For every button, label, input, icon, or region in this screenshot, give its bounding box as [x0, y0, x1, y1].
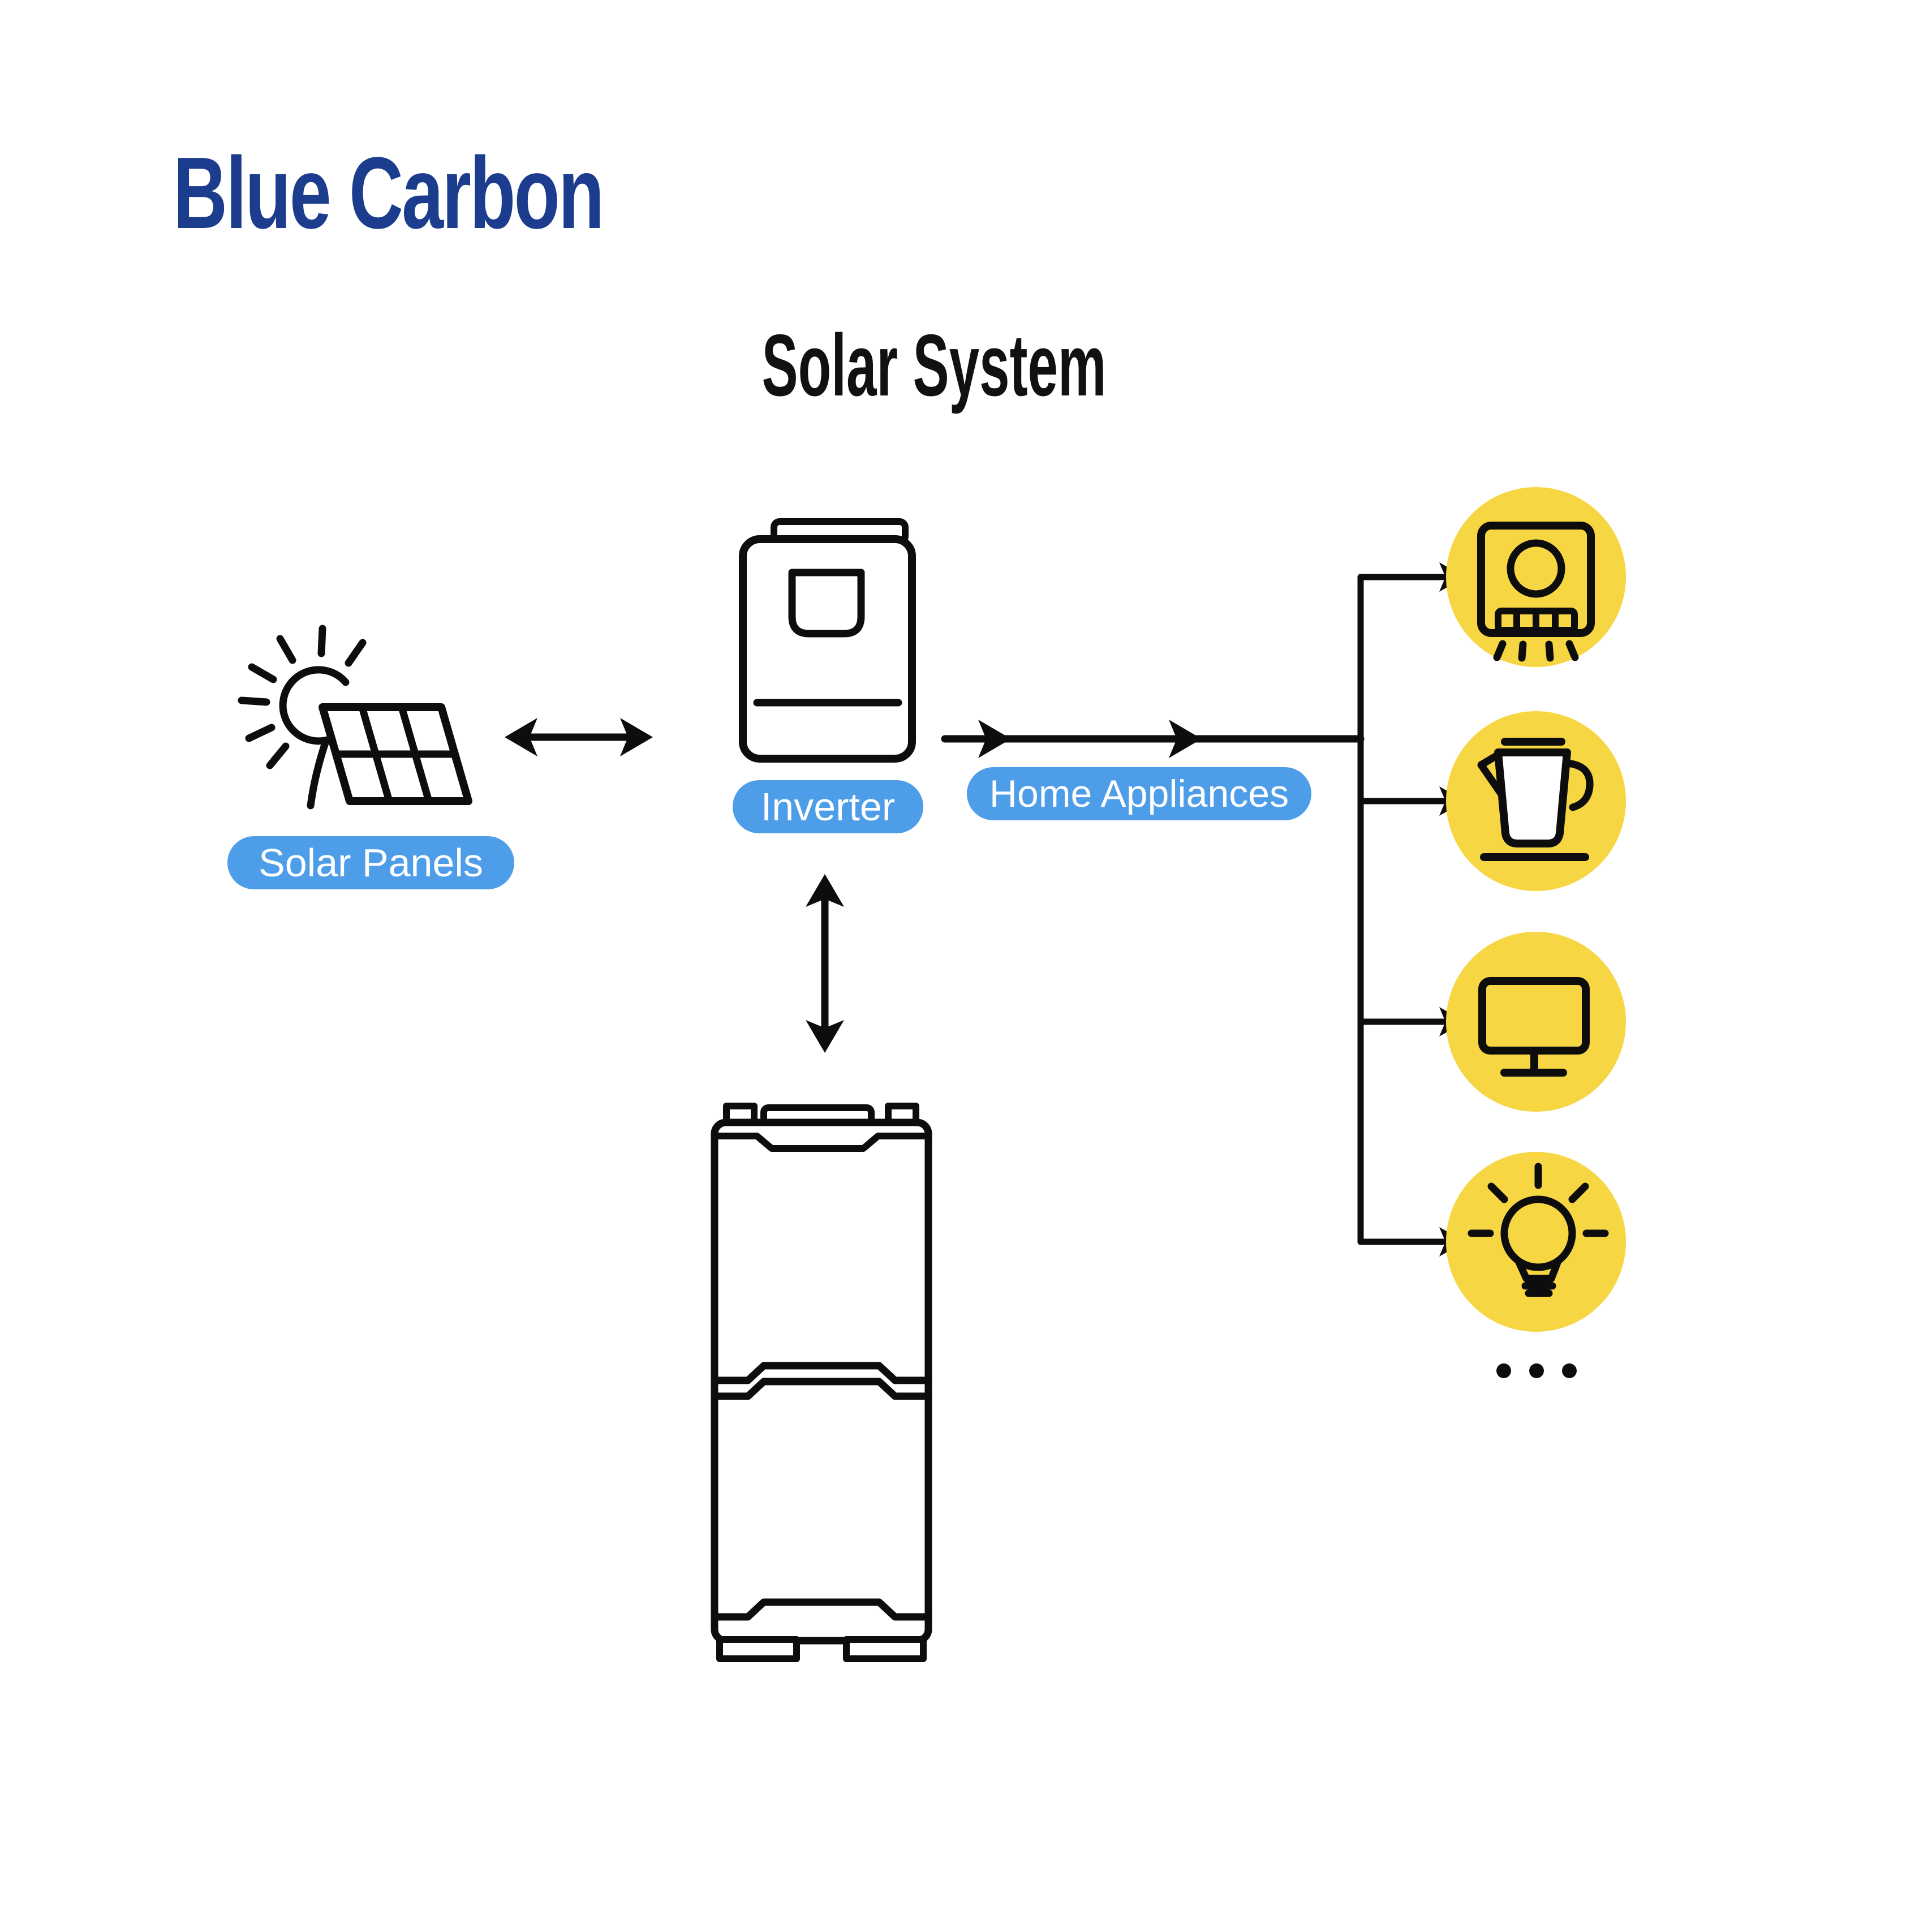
appliance-lightbulb [1446, 1152, 1626, 1332]
lightbulb-icon [1468, 1163, 1609, 1297]
solar-panels-label: Solar Panels [227, 836, 514, 889]
appliance-monitor [1446, 932, 1626, 1112]
home-appliances-label: Home Appliances [967, 767, 1311, 820]
dot [1529, 1363, 1544, 1378]
inverter-label: Inverter [733, 780, 923, 833]
solar-inverter-arrow [505, 718, 653, 756]
dot [1496, 1363, 1511, 1378]
brand-logo: Blue Carbon [173, 136, 604, 250]
appliance-kettle [1446, 711, 1626, 891]
inverter-battery-arrow [806, 874, 844, 1053]
appliance-connector-lines [941, 562, 1465, 1257]
appliance-range-hood [1446, 487, 1626, 667]
page-title: Solar System [761, 316, 1107, 414]
battery-stack-icon [711, 1103, 932, 1662]
sun-solar-panel-icon [238, 625, 472, 810]
ellipsis-dots [1496, 1363, 1577, 1378]
monitor-icon [1478, 977, 1590, 1077]
kettle-icon [1477, 738, 1594, 861]
range-hood-icon [1477, 522, 1595, 662]
inverter-device-icon [739, 518, 916, 763]
dot [1562, 1363, 1577, 1378]
